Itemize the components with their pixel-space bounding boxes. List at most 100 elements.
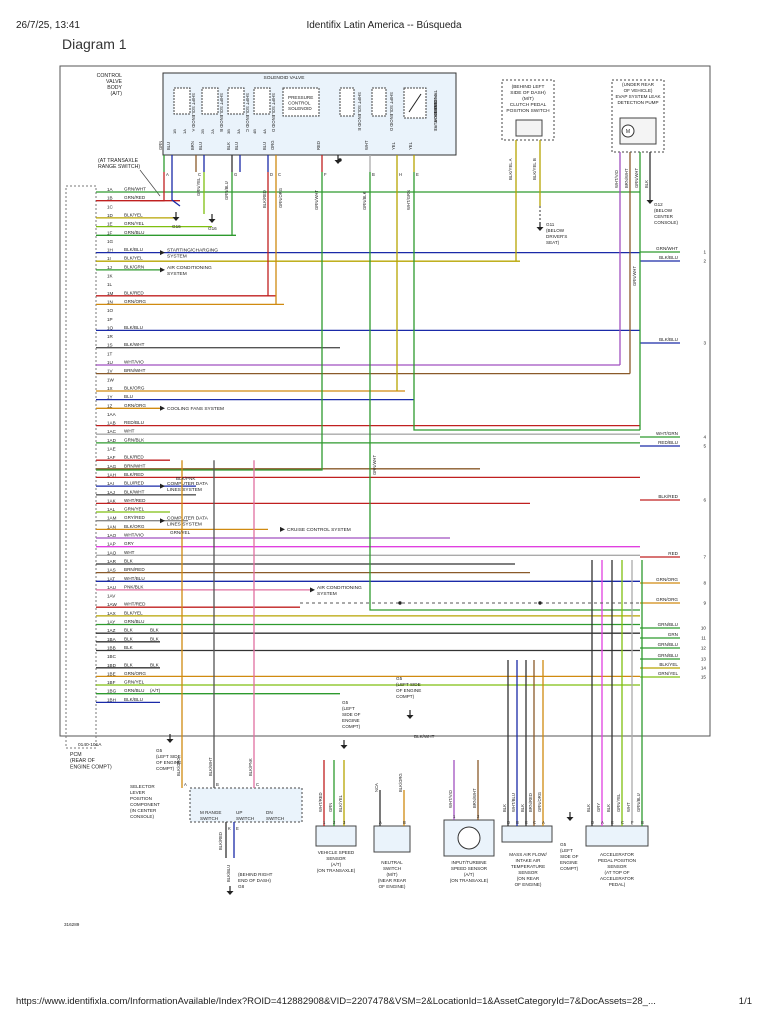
- pcm-wire-label-1BF: GRN/YEL: [124, 680, 145, 685]
- turbine-pin-0: 1: [453, 814, 456, 819]
- solenoid-0-label: SHIFT SOLENOID A: [191, 93, 196, 132]
- valve-wire-label-11: YEL: [408, 141, 413, 150]
- turbine-wire-label-0: WHT/VIO: [448, 789, 453, 808]
- pcm-pin-1AB: 1AB: [107, 421, 116, 426]
- pcm-wire-label-1AO: WHT/VIO: [124, 533, 144, 538]
- right-output-num-7: 7: [703, 555, 706, 560]
- ground-g11-triangle: [536, 227, 544, 231]
- clutch-switch-box: [501, 79, 555, 141]
- ground-g5d-label-line-3: ENGINE: [560, 860, 578, 865]
- selector-label-line-5: CONSOLE): [130, 814, 154, 819]
- pcm-pin-1AM: 1AM: [107, 516, 117, 521]
- vss-wire-label-0: WHT/RED: [318, 792, 323, 812]
- pcm-pin-1AC: 1AC: [107, 429, 117, 434]
- selector-bottom-label-a: BLK/RED: [218, 832, 223, 850]
- app-wire-label-4: WHT: [626, 802, 631, 812]
- app-wire-label-2: BLK: [606, 804, 611, 812]
- valve-wire-label-3: BLU: [198, 142, 203, 150]
- pcm-pin-1AN: 1AN: [107, 524, 116, 529]
- clutch-switch-label-line-3: CLUTCH PEDAL: [510, 102, 547, 108]
- right-output-label-1: GRN/WHT: [656, 246, 678, 251]
- ground-g16a-triangle: [172, 217, 180, 221]
- pcm-wire-label-1AX: BLK/YEL: [124, 610, 143, 615]
- pcm-wire-label-1B: GRN/RED: [124, 195, 146, 200]
- vss-label-line-2: (A/T): [331, 862, 342, 867]
- ground-g5a: [166, 734, 174, 743]
- ground-g5d-triangle: [566, 817, 574, 821]
- app-pin-2: E: [611, 820, 614, 825]
- valve-pin-6: B: [372, 172, 375, 177]
- ground-g12-label-line-3: CONSOLE): [654, 220, 678, 225]
- selector-label-line-4: (IN CENTER: [130, 808, 157, 813]
- pcm-pin-1AY: 1AY: [107, 620, 115, 625]
- neutral-pin-0: A: [379, 820, 382, 825]
- vss-pin-2: 3: [343, 820, 346, 825]
- ground-g12: [646, 195, 654, 204]
- pcm-pin-1AK: 1AK: [107, 498, 117, 503]
- selector-label-line-3: COMPONENT: [130, 802, 160, 807]
- control-valve-label-line-3: (A/T): [110, 91, 122, 97]
- solenoid-3-label: SHIFT SOLENOID D: [271, 93, 276, 132]
- pressure-solenoid-label-line-2: SOLENOID: [288, 106, 312, 111]
- trans-fluid-temp-label-line-3: SENSOR: [433, 105, 438, 123]
- footer-url[interactable]: https://www.identifixla.com/InformationA…: [16, 996, 656, 1007]
- pcm-pin-1H: 1H: [107, 248, 113, 253]
- shield-dot-b: [538, 601, 542, 605]
- ground-g8: [226, 886, 234, 895]
- maf-sensor-label-line-0: MASS AIR FLOW/: [509, 852, 547, 857]
- pcm-wire-label-1AN: BLK/ORG: [124, 524, 145, 529]
- valve-wire-label-8: RED: [316, 141, 321, 150]
- ground-g5b-triangle: [340, 745, 348, 749]
- system-arrow-5: [280, 526, 285, 532]
- system-arrow-2: [160, 405, 165, 411]
- maf-sensor-label-line-4: (ON REAR: [517, 876, 540, 881]
- selector-label-line-1: LEVER: [130, 790, 146, 795]
- evap-pump-label-line-0: (UNDER REAR: [622, 82, 655, 87]
- right-output-label-6: BLK/RED: [658, 494, 678, 499]
- system-label-6-a: AIR CONDITIONING: [317, 585, 362, 591]
- pcm-pin-1AD: 1AD: [107, 438, 117, 443]
- pcm-pin-1AF: 1AF: [107, 455, 116, 460]
- evap-pump-label-line-3: DETECTION PUMP: [617, 100, 658, 105]
- neutral-pin-1: B: [403, 820, 406, 825]
- maf-wire-label-1: WHT/BLU: [511, 793, 516, 812]
- right-output-num-1: 1: [703, 250, 706, 255]
- ground-g16b: [208, 214, 216, 223]
- ground-g5d: [566, 812, 574, 821]
- ground-g5b-label-line-4: COMPT): [342, 724, 361, 729]
- pcm-pin-1AQ: 1AQ: [107, 550, 117, 555]
- pcm-wire-label-1H: BLK/BLU: [124, 247, 143, 252]
- selector-switch-0-a: M RANGE: [200, 810, 221, 815]
- pcm-wire-label-1AD: GRN/BLK: [124, 437, 145, 442]
- clutch-switch-contact: [515, 119, 543, 137]
- ground-g12-label-line-2: CENTER: [654, 214, 674, 219]
- pcm-pin-1AX: 1AX: [107, 611, 116, 616]
- ground-g5c-label-line-2: OF ENGINE: [396, 688, 421, 693]
- shift-solenoid-d2-box: [371, 87, 387, 117]
- app-wire-label-3: GRN/YEL: [616, 793, 621, 812]
- maf-sensor-box: [501, 825, 553, 843]
- pcm-pin-1N: 1N: [107, 299, 113, 304]
- ground-g5d-label-line-0: G5: [560, 842, 567, 847]
- pcm-wire-label-1AB: RED/BLU: [124, 420, 144, 425]
- app-pin-3: C: [621, 820, 624, 825]
- ground-g5c: [406, 710, 414, 719]
- pcm-wire-label-1AJ: BLK/WHT: [124, 489, 145, 494]
- ground-g5d-label-line-4: COMPT): [560, 866, 579, 871]
- shift-solenoid-e-box: [339, 87, 355, 117]
- pcm-pin-1F: 1F: [107, 230, 113, 235]
- maf-sensor-label-line-3: SENSOR: [518, 870, 538, 875]
- pin-side-label-1BG: (A/T): [150, 688, 161, 693]
- turbine-sensor-symbol: [457, 826, 481, 850]
- maf-wire-label-3: BRN/RED: [528, 793, 533, 812]
- range-switch-label-line-0: (AT TRANSAXLE: [98, 158, 139, 164]
- control-valve-label-line-1: VALVE: [106, 79, 122, 85]
- extra-grn-wht: GRN/WHT: [372, 455, 377, 475]
- pcm-wire-label-1BG: GRN/BLU: [124, 688, 144, 693]
- pcm-pin-1BE: 1BE: [107, 671, 116, 676]
- pcm-wire-label-1Y: BLU: [124, 394, 133, 399]
- selector-pin-0: A: [184, 782, 187, 787]
- system-arrow-0: [160, 250, 165, 256]
- pcm-pin-1K: 1K: [107, 274, 114, 279]
- right-output-label-15: GRN/YEL: [658, 671, 679, 676]
